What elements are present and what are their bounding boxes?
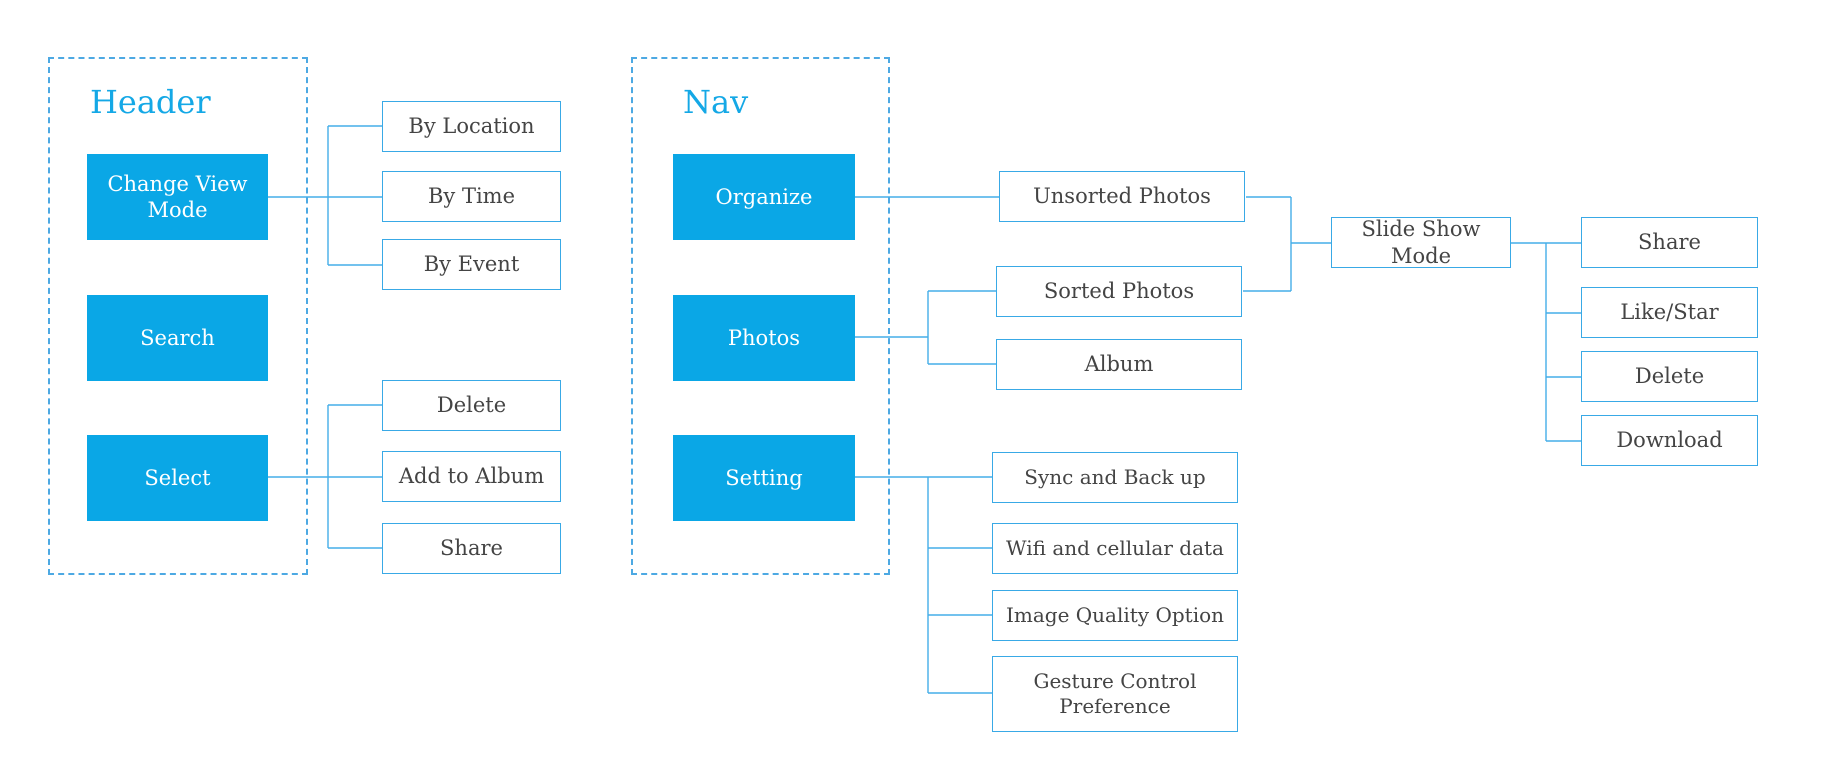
wifi-and-cellular-data-node: Wifi and cellular data — [992, 523, 1238, 574]
search-node: Search — [87, 295, 268, 381]
slideshow-share-node: Share — [1581, 217, 1758, 268]
setting-node: Setting — [673, 435, 855, 521]
header-group-title: Header — [90, 83, 211, 121]
unsorted-photos-node: Unsorted Photos — [999, 171, 1245, 222]
header-group-box — [48, 57, 308, 575]
organize-node: Organize — [673, 154, 855, 240]
by-location-node: By Location — [382, 101, 561, 152]
select-share-node: Share — [382, 523, 561, 574]
by-event-node: By Event — [382, 239, 561, 290]
sync-and-back-up-node: Sync and Back up — [992, 452, 1238, 503]
slide-show-mode-node: Slide Show Mode — [1331, 217, 1511, 268]
nav-group-title: Nav — [683, 83, 749, 121]
image-quality-option-node: Image Quality Option — [992, 590, 1238, 641]
select-node: Select — [87, 435, 268, 521]
like-star-node: Like/Star — [1581, 287, 1758, 338]
photos-node: Photos — [673, 295, 855, 381]
select-delete-node: Delete — [382, 380, 561, 431]
change-view-mode-node: Change View Mode — [87, 154, 268, 240]
sorted-photos-node: Sorted Photos — [996, 266, 1242, 317]
album-node: Album — [996, 339, 1242, 390]
gesture-control-preference-node: Gesture Control Preference — [992, 656, 1238, 732]
download-node: Download — [1581, 415, 1758, 466]
by-time-node: By Time — [382, 171, 561, 222]
nav-group-box — [631, 57, 890, 575]
slideshow-delete-node: Delete — [1581, 351, 1758, 402]
add-to-album-node: Add to Album — [382, 451, 561, 502]
